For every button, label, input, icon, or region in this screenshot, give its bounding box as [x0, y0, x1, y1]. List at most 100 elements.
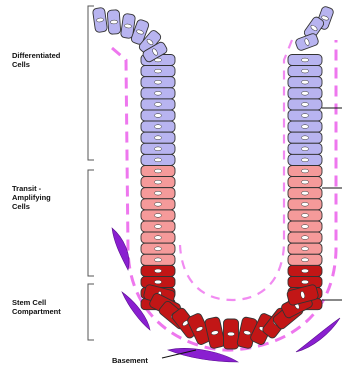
transit-amplifying-cell	[141, 199, 175, 210]
transit-amplifying-cell	[141, 232, 175, 243]
cell-nucleus	[154, 202, 161, 206]
label-differentiated-cells: Differentiated Cells	[12, 51, 60, 69]
differentiated-cell	[288, 77, 322, 88]
cell-nucleus	[154, 214, 161, 218]
cell-nucleus	[301, 114, 308, 118]
transit-amplifying-cell	[288, 188, 322, 199]
cell-nucleus	[301, 103, 308, 107]
label-basement: Basement	[112, 356, 148, 365]
stem-cell	[141, 277, 175, 288]
transit-amplifying-cell	[141, 243, 175, 254]
label-stem-line-1: Stem Cell	[12, 298, 61, 307]
cell-nucleus	[301, 136, 308, 140]
transit-amplifying-cell	[141, 254, 175, 265]
differentiated-cell	[92, 7, 107, 32]
bracket-transit	[88, 170, 94, 276]
cell-nucleus	[154, 147, 161, 151]
cell-nucleus	[154, 180, 161, 184]
cell-nucleus	[301, 180, 308, 184]
transit-amplifying-cell	[288, 199, 322, 210]
label-differentiated-line-2: Cells	[12, 60, 60, 69]
cell-nucleus	[301, 80, 308, 84]
transit-amplifying-cell	[141, 177, 175, 188]
label-transit-line-3: Cells	[12, 202, 51, 211]
zone-brackets	[88, 6, 94, 340]
cell-nucleus	[154, 80, 161, 84]
differentiated-cell	[141, 66, 175, 77]
stem-cell	[204, 316, 225, 349]
stem-cell	[288, 277, 322, 288]
inner-membrane-line	[180, 40, 292, 300]
label-transit-amplifying-cells: Transit - Amplifying Cells	[12, 184, 51, 211]
stem-cell	[288, 265, 322, 276]
differentiated-cell	[141, 110, 175, 121]
cell-nucleus	[154, 258, 161, 262]
cell-nucleus	[301, 202, 308, 206]
differentiated-cell	[288, 121, 322, 132]
differentiated-cell	[141, 132, 175, 143]
differentiated-cell	[141, 77, 175, 88]
cell-nucleus	[301, 58, 308, 62]
cell-nucleus	[301, 91, 308, 95]
cell-nucleus	[301, 225, 308, 229]
cell-nucleus	[301, 69, 308, 73]
differentiated-cell	[288, 88, 322, 99]
cell-nucleus	[301, 269, 308, 273]
cell-nucleus	[154, 169, 161, 173]
differentiated-cell	[107, 10, 121, 35]
cell-nucleus	[301, 280, 308, 284]
cell-nucleus	[154, 136, 161, 140]
cell-nucleus	[154, 91, 161, 95]
differentiated-cell	[288, 143, 322, 154]
differentiated-cell	[288, 55, 322, 66]
label-stem-cell-compartment: Stem Cell Compartment	[12, 298, 61, 316]
differentiated-cell	[295, 33, 320, 52]
transit-amplifying-cell	[141, 221, 175, 232]
transit-amplifying-cell	[141, 166, 175, 177]
label-transit-line-1: Transit -	[12, 184, 51, 193]
cell-nucleus	[154, 103, 161, 107]
cell-nucleus	[154, 225, 161, 229]
cell-nucleus	[301, 147, 308, 151]
cell-nucleus	[154, 69, 161, 73]
cell-nucleus	[154, 191, 161, 195]
transit-amplifying-cell	[288, 221, 322, 232]
transit-amplifying-cell	[288, 177, 322, 188]
differentiated-cell	[288, 154, 322, 165]
cell-nucleus	[301, 214, 308, 218]
transit-amplifying-cell	[288, 210, 322, 221]
cell-nucleus	[301, 258, 308, 262]
cell-nucleus	[110, 20, 117, 24]
cell-nucleus	[154, 280, 161, 284]
stem-cell	[141, 265, 175, 276]
differentiated-cell	[288, 110, 322, 121]
cell-nucleus	[227, 332, 234, 336]
differentiated-cell	[288, 99, 322, 110]
label-differentiated-line-1: Differentiated	[12, 51, 60, 60]
differentiated-cell	[141, 99, 175, 110]
cell-nucleus	[154, 247, 161, 251]
transit-amplifying-cell	[141, 210, 175, 221]
mesenchymal-cell	[112, 228, 129, 270]
differentiated-cell	[141, 121, 175, 132]
label-transit-line-2: Amplifying	[12, 193, 51, 202]
mesenchymal-cell	[296, 318, 340, 352]
differentiated-cell	[141, 143, 175, 154]
cell-nucleus	[301, 169, 308, 173]
transit-amplifying-cell	[288, 243, 322, 254]
cell-nucleus	[301, 191, 308, 195]
differentiated-cell	[288, 66, 322, 77]
differentiated-cell	[141, 88, 175, 99]
cell-nucleus	[301, 247, 308, 251]
differentiated-cell	[288, 132, 322, 143]
differentiated-cell	[141, 154, 175, 165]
transit-amplifying-cell	[288, 166, 322, 177]
cell-nucleus	[154, 269, 161, 273]
cell-nucleus	[301, 125, 308, 129]
cell-nucleus	[154, 236, 161, 240]
cell-nucleus	[301, 158, 308, 162]
cell-nucleus	[154, 125, 161, 129]
cell-nucleus	[154, 114, 161, 118]
label-stem-line-2: Compartment	[12, 307, 61, 316]
